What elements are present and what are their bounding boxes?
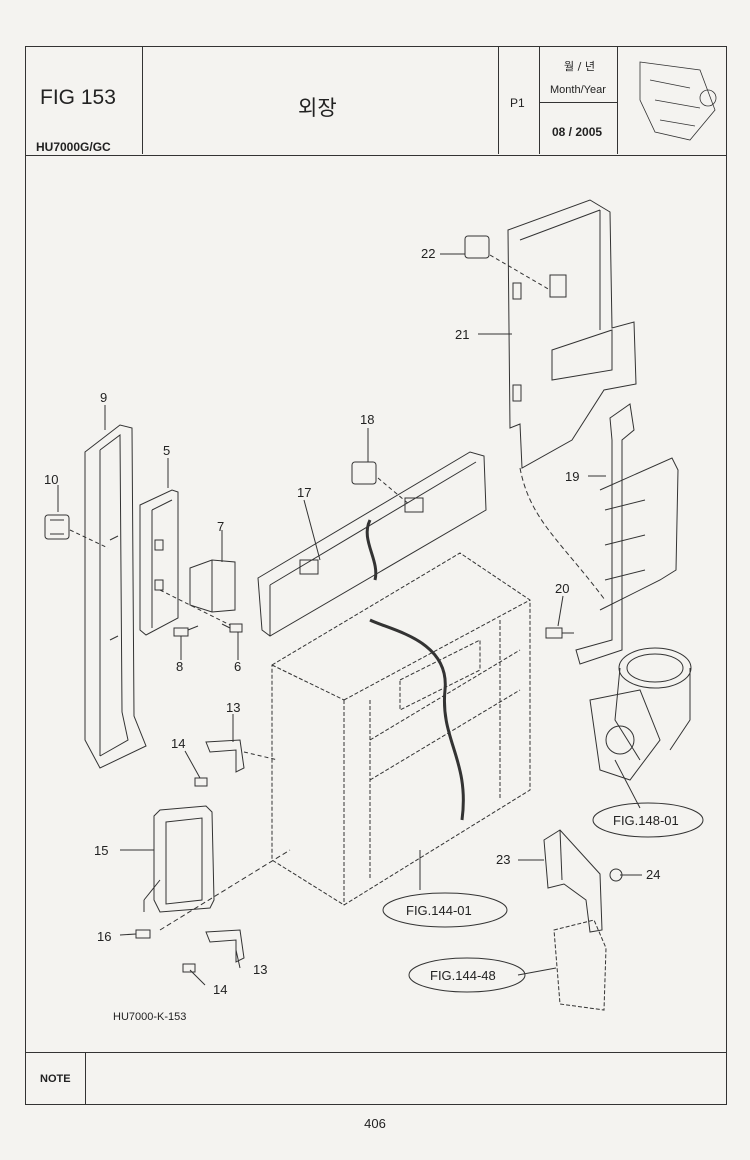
date-cell (25, 46, 618, 154)
part-label-6: 6 (234, 659, 242, 674)
note-label: NOTE (40, 1073, 71, 1085)
plate-7 (189, 559, 236, 613)
part-label-14-lower: 14 (213, 982, 228, 997)
issue-date: 08 / 2005 (552, 125, 603, 139)
bolt-8 (173, 625, 199, 637)
page-cell (25, 46, 540, 154)
bolt-20 (545, 627, 574, 639)
cover-21 (507, 199, 637, 469)
panel-17 (257, 451, 487, 637)
reference-fig-144-01: FIG.144-01 (406, 903, 472, 918)
bracket-13-lower (205, 929, 245, 963)
part-label-14-upper: 14 (171, 736, 186, 751)
part-label-15: 15 (94, 843, 109, 858)
part-label-10: 10 (44, 472, 59, 487)
handle-15 (143, 805, 215, 913)
bolt-6 (221, 623, 243, 633)
page-frame (25, 46, 727, 1105)
ref-ellipse-144-01 (382, 892, 508, 928)
bracket-13-upper (205, 739, 245, 773)
reference-fig-144-48: FIG.144-48 (430, 968, 496, 983)
part-label-24: 24 (646, 867, 661, 882)
drawing-code: HU7000-K-153 (113, 1011, 187, 1023)
part-label-16: 16 (97, 929, 112, 944)
clip-18 (351, 461, 377, 485)
part-label-20: 20 (555, 581, 570, 596)
header-rule (25, 155, 727, 156)
part-label-22: 22 (421, 246, 436, 261)
thumbnail-icon (639, 61, 717, 141)
title-block (25, 46, 727, 156)
bolt-14-lower (182, 963, 196, 973)
reference-fig-148-01: FIG.148-01 (613, 813, 679, 828)
page-title: 외장 (298, 96, 337, 120)
date-label-korean: 월 / 년 (564, 60, 595, 73)
date-label-english: Month/Year (550, 84, 606, 96)
date-divider (540, 102, 618, 103)
duct-assembly (589, 647, 692, 781)
frame-body (271, 552, 531, 906)
part-label-18: 18 (360, 412, 375, 427)
ref-ellipse-148-01 (592, 802, 704, 838)
note-divider (85, 1052, 86, 1105)
part-label-19: 19 (565, 469, 580, 484)
page-number: 406 (364, 1116, 386, 1131)
bracket-23 (543, 829, 603, 933)
part-label-13-upper: 13 (226, 700, 241, 715)
title-cell (25, 46, 499, 154)
clip-10 (44, 514, 70, 540)
part-label-21: 21 (455, 327, 470, 342)
page-id: P1 (510, 96, 525, 110)
figure-number: FIG 153 (40, 86, 116, 109)
part-label-17: 17 (297, 485, 312, 500)
part-label-9: 9 (100, 390, 108, 405)
cover-panel-9 (84, 424, 147, 769)
part-label-8: 8 (176, 659, 184, 674)
bracket-19 (575, 403, 679, 665)
plate-144-48 (553, 919, 607, 1011)
part-label-23: 23 (496, 852, 511, 867)
part-label-5: 5 (163, 443, 171, 458)
part-label-13-lower: 13 (253, 962, 268, 977)
fig-cell (25, 46, 143, 154)
clip-22 (464, 235, 490, 259)
note-row (25, 1052, 727, 1105)
bolt-16 (135, 929, 151, 939)
bracket-5 (139, 489, 179, 636)
bolt-14-upper (194, 777, 208, 787)
model-code: HU7000G/GC (36, 140, 111, 154)
part-label-7: 7 (217, 519, 225, 534)
ref-ellipse-144-48 (408, 957, 526, 993)
